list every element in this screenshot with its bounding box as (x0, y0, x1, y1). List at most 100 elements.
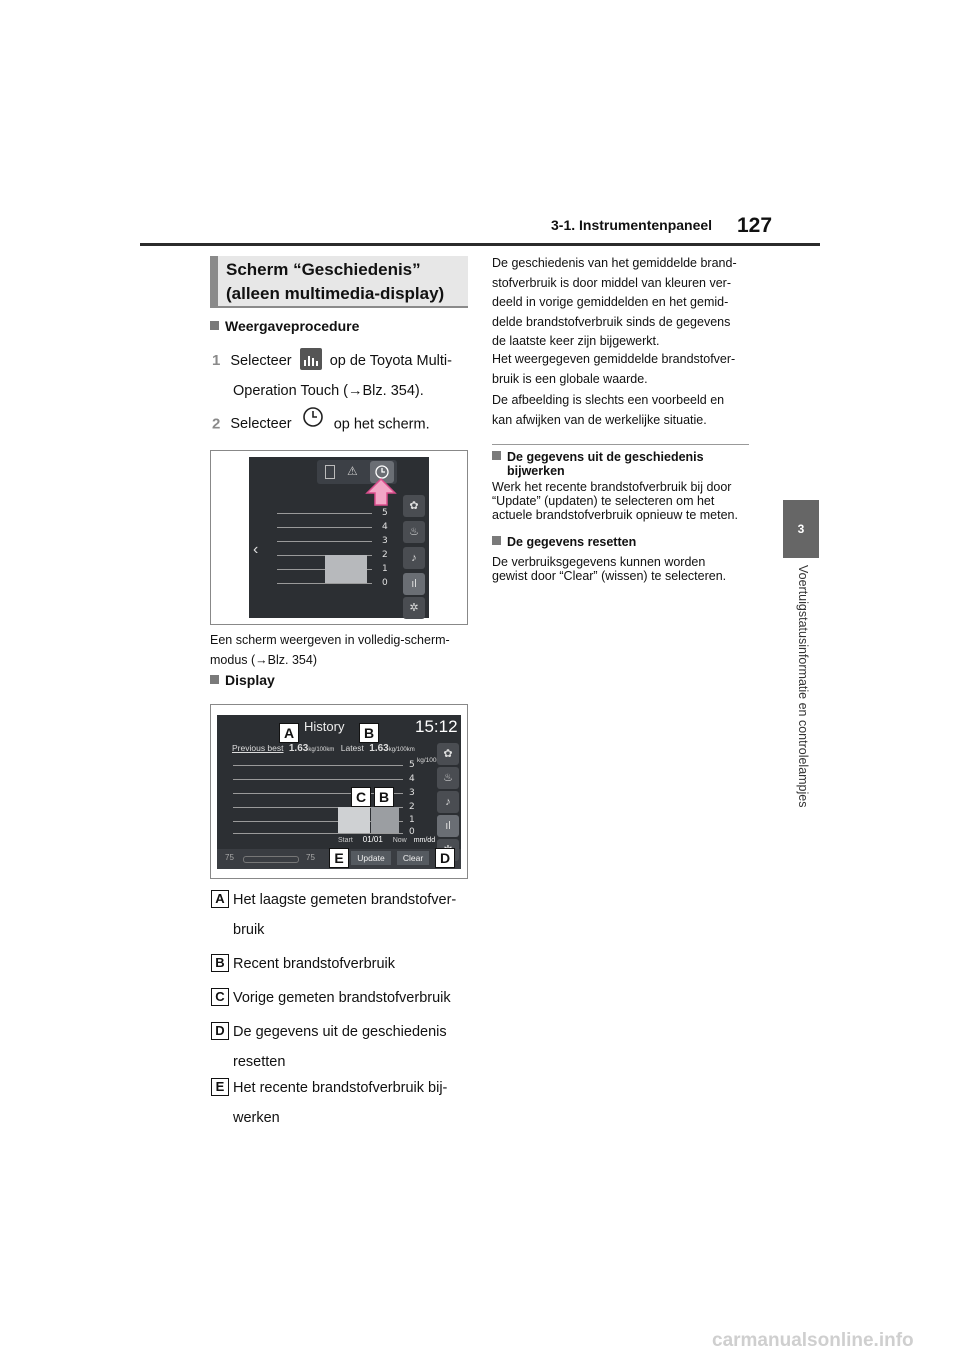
axis-unit: kg/100km (417, 757, 446, 764)
legend-item-e: E Het recente brandstofverbruik bij- wer… (211, 1073, 481, 1137)
history-clock-icon[interactable] (370, 461, 394, 483)
prev-best-value: 1.63 (288, 743, 309, 754)
para-line: deeld in vorige gemiddelden en het gemid… (492, 295, 729, 309)
legend-text-cont: werken (233, 1110, 280, 1126)
legend-text: Vorige gemeten brandstofverbruik (233, 990, 451, 1006)
temp-slider[interactable] (243, 856, 299, 863)
right-para-3: De afbeelding is slechts een voorbeeld e… (492, 391, 754, 430)
latest-label: Latest (340, 743, 364, 753)
subhead-procedure: Weergaveprocedure (210, 318, 359, 334)
legend-text: De gegevens uit de geschiedenis (233, 1024, 447, 1040)
right-para-1: De geschiedenis van het gemiddelde brand… (492, 254, 754, 352)
legend-item-d: D De gegevens uit de geschiedenis resett… (211, 1017, 481, 1073)
para-line: delde brandstofverbruik sinds de gegeven… (492, 314, 731, 329)
recent-bar (371, 807, 399, 833)
grid-line (277, 555, 372, 556)
para-line: stofverbruik is door middel van kleuren … (492, 275, 731, 290)
caption-1-line1: Een scherm weergeven in volledig-scherm- (210, 633, 450, 647)
y-tick: 0 (382, 578, 388, 588)
temp-right: 75 (306, 853, 315, 862)
fan-icon[interactable]: ✿ (437, 743, 459, 765)
music-icon[interactable]: ♪ (437, 791, 459, 813)
y-tick: 4 (382, 522, 388, 532)
right-divider (492, 444, 749, 445)
eco-icon: ⚠ (347, 464, 358, 478)
fan-icon[interactable]: ✿ (403, 495, 425, 517)
legend-text: Het laagste gemeten brandstofver- (233, 892, 457, 908)
grid-line (233, 793, 403, 794)
grid-line (277, 569, 372, 570)
sub-reset-title: De gegevens resetten (507, 535, 637, 549)
sub-update-body: actuele brandstofverbruik opnieuw te met… (492, 508, 738, 522)
x-date-label: 01/01 (362, 835, 383, 844)
clock-readout: 15:12 (415, 717, 458, 736)
grid-line (233, 833, 403, 834)
callout-a: A (279, 723, 299, 743)
page-number: 127 (737, 214, 773, 237)
sub-update-body: “Update” (updaten) te selecteren om het (492, 494, 715, 508)
y-tick: 0 (409, 827, 415, 837)
para-line: bruik is een globale waarde. (492, 371, 648, 386)
clear-button[interactable]: Clear (397, 851, 429, 865)
legend-letter: D (211, 1022, 229, 1040)
y-tick: 5 (382, 508, 388, 518)
prev-best-label: Previous best (232, 743, 284, 753)
legend-letter: B (211, 954, 229, 972)
grid-line (277, 583, 372, 584)
x-axis-labels: Start 01/01 Now mm/dd (338, 835, 435, 844)
step-2-text-b: op het scherm. (333, 416, 430, 433)
square-bullet-icon (210, 675, 219, 684)
sub-update-title: De gegevens uit de geschiedenis (507, 450, 704, 464)
step-2-text-a: Selecteer (230, 416, 292, 433)
back-chevron-icon[interactable]: ‹ (253, 541, 259, 558)
y-tick: 3 (409, 788, 415, 798)
music-icon[interactable]: ♪ (403, 547, 425, 569)
latest-unit: kg/100km (388, 747, 415, 753)
bar-chart-icon (299, 348, 322, 371)
previous-bar (338, 807, 370, 833)
history-title: History (304, 719, 345, 734)
figure-menu-screen: ⚠ 5 4 3 2 1 0 ‹ ✿ ♨ ♪ ıl ✲ (210, 450, 468, 625)
square-bullet-icon (492, 451, 501, 460)
grid-line (233, 807, 403, 808)
legend-text: Recent brandstofverbruik (233, 956, 395, 972)
chapter-tab: 3 (783, 500, 819, 558)
callout-c: C (351, 787, 371, 807)
y-tick: 2 (382, 550, 388, 560)
para-line: kan afwijken van de werkelijke situatie. (492, 412, 707, 427)
legend-letter: C (211, 988, 229, 1006)
grid-line (277, 527, 372, 528)
legend-letter: E (211, 1078, 229, 1096)
right-para-2: Het weergegeven gemiddelde brandstofver-… (492, 350, 754, 389)
seat-icon[interactable]: ♨ (437, 767, 459, 789)
watermark: carmanualsonline.info (712, 1330, 914, 1351)
grid-line (277, 513, 372, 514)
stats-row: Previous best 1.63kg/100km Latest 1.63kg… (232, 743, 415, 754)
seat-icon[interactable]: ♨ (403, 521, 425, 543)
update-button[interactable]: Update (351, 851, 391, 865)
callout-b2: B (374, 787, 394, 807)
fuel-icon (325, 465, 335, 479)
chapter-side-label-text: Voertuigstatusinformatie en controlelamp… (796, 565, 810, 808)
square-bullet-icon (210, 321, 219, 330)
grid-line (233, 779, 403, 780)
chart-icon[interactable]: ıl (403, 573, 425, 595)
y-tick: 1 (382, 564, 388, 574)
section-header-line1: Scherm “Geschiedenis” (226, 260, 421, 279)
chapter-side-label: Voertuigstatusinformatie en controlelamp… (783, 565, 819, 865)
chart-icon[interactable]: ıl (437, 815, 459, 837)
x-format-label: mm/dd (413, 837, 436, 844)
step-1: 1 Selecteer op de Toyota Multi- (212, 346, 472, 376)
settings-icon[interactable]: ✲ (403, 597, 425, 619)
step-1-text-b: op de Toyota Multi- (329, 353, 452, 369)
legend-text: Het recente brandstofverbruik bij- (233, 1080, 448, 1096)
pointer-arrow-icon (365, 477, 397, 506)
legend-letter: A (211, 890, 229, 908)
history-bar (325, 555, 367, 583)
legend-text-cont: bruik (233, 922, 265, 938)
legend-item-a: A Het laagste gemeten brandstofver- brui… (211, 885, 481, 949)
legend-text-cont: resetten (233, 1054, 286, 1070)
sub-update: De gegevens uit de geschiedenis bijwerke… (492, 450, 754, 522)
sub-update-body: Werk het recente brandstofverbruik bij d… (492, 480, 732, 494)
figure-history-screen: History 15:12 Previous best 1.63 kg/100km… (210, 704, 468, 879)
